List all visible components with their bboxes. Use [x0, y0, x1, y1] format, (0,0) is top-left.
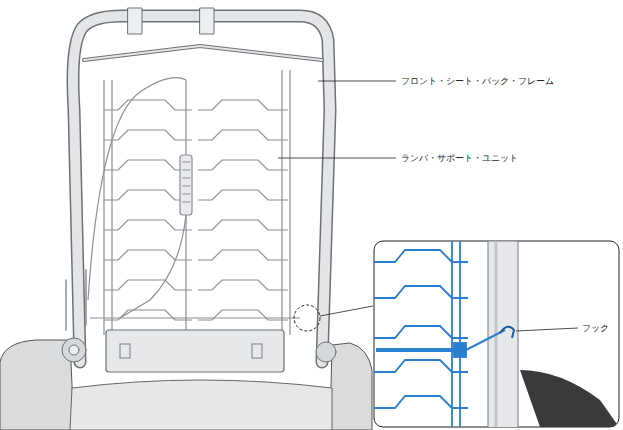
leader-line: [278, 158, 396, 159]
part-label: フロント・シート・バック・フレーム: [400, 75, 555, 87]
part-label: フック: [581, 322, 610, 334]
detail-inset: [360, 241, 619, 430]
detail-leader: [320, 306, 373, 316]
part-label: ランバ・サポート・ユニット: [400, 152, 519, 164]
seat-back-frame: [62, 8, 336, 362]
lumbar-support-unit: [88, 70, 300, 372]
detail-circle: [294, 305, 320, 331]
leader-line: [318, 81, 396, 82]
